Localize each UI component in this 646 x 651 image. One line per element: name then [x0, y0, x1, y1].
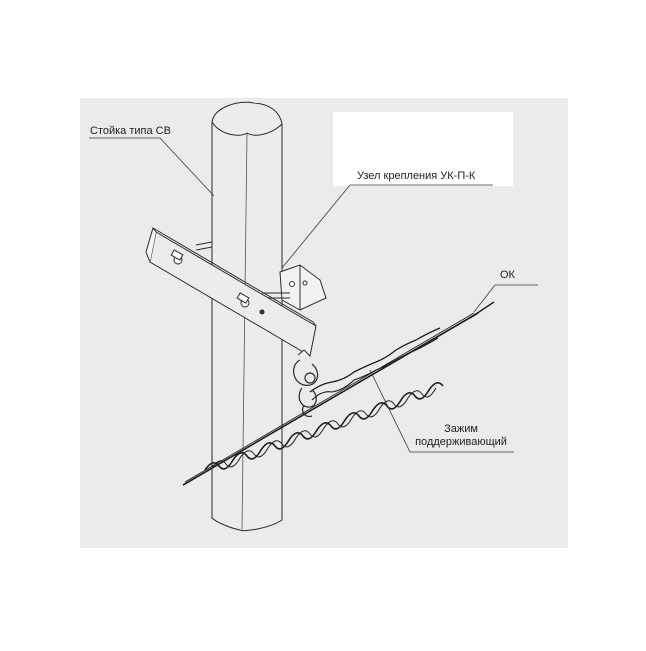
- label-post: Стойка типа СВ: [90, 125, 171, 137]
- helical-clamp: [204, 327, 444, 471]
- optical-cable: [182, 301, 495, 486]
- angle-crossarm: [145, 226, 317, 357]
- label-mount: Узел крепления УК-П-К: [357, 170, 476, 182]
- label-cable: ОК: [500, 269, 515, 281]
- leader-lines: [89, 137, 538, 453]
- label-clamp: Зажим поддерживающий: [408, 423, 514, 449]
- label-clamp-line1: Зажим: [444, 423, 478, 435]
- blank-frame: [333, 112, 513, 186]
- mount-bracket: [279, 264, 327, 311]
- shackle: [293, 359, 319, 417]
- label-clamp-line2: поддерживающий: [415, 436, 507, 448]
